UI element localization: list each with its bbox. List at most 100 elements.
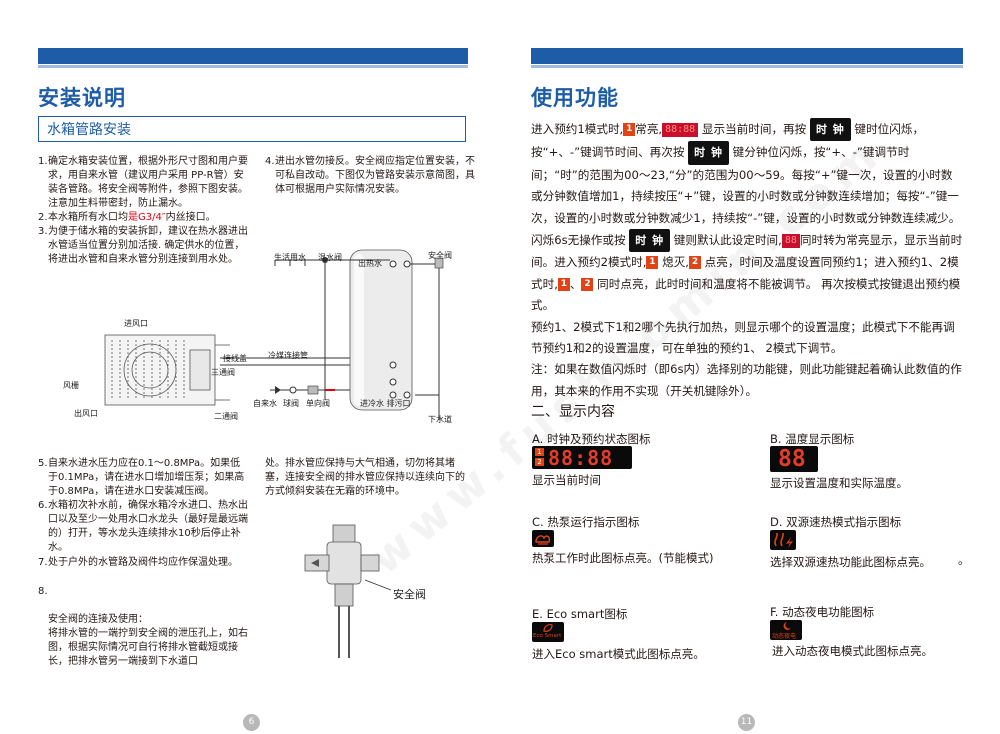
reservation-1-icon: 1	[623, 123, 636, 137]
text-run: 进入预约1模式时,	[531, 122, 624, 137]
night-power-icon: 动态夜电	[770, 620, 802, 640]
item-number: 8.	[38, 586, 48, 597]
text-run: 键时位闪烁，按“+、-”键调节时间、再次按	[531, 122, 925, 160]
left-page-title: 安装说明	[38, 86, 126, 110]
item-text: 安全阀的连接及使用： 将排水管的一端拧到安全阀的泄压孔上，如右图，根据实际情况可…	[48, 614, 248, 667]
installation-diagram	[104, 249, 444, 420]
label-sewer: 下水道	[428, 415, 452, 424]
install-item-8: 8. 安全阀的连接及使用： 将排水管的一端拧到安全阀的泄压孔上，如右图，根据实际…	[38, 585, 250, 683]
heat-pump-icon	[532, 530, 554, 547]
label-check-valve: 单向阀	[306, 399, 330, 408]
label-domestic-water: 生活用水	[274, 253, 306, 262]
left-page-number: 6	[243, 714, 260, 731]
item-text: 水箱初次补水前，确保水箱冷水进口、热水出口以及至少一处用水口水龙头（最好是最远端…	[48, 500, 248, 553]
label-refrigerant-pipe: 冷媒连接管	[268, 351, 308, 360]
install-item-8-continued: 处。排水管应保持与大气相通，切勿将其堵塞，连接安全阀的排水管应保持以连续向下的方…	[265, 457, 470, 499]
label-ball-valve: 球阀	[283, 399, 299, 408]
usage-note: 注：如果在数值闪烁时（即6s内）选择别的功能键，则此功能键起着确认此数值的作用，…	[531, 362, 962, 398]
display-a-desc: 显示当前时间	[532, 473, 601, 487]
display-f-desc: 进入动态夜电模式此图标点亮。	[772, 644, 933, 658]
item-number: 3.	[38, 226, 48, 237]
item-number: 1.	[38, 156, 48, 167]
label-mixing-valve: 混水阀	[318, 253, 342, 262]
label-cold-in-drain: 进冷水 排污口	[360, 399, 411, 408]
dual-source-fast-heat-icon	[770, 530, 796, 550]
label-hot-water-out: 出热水	[358, 259, 382, 268]
install-item-7: 7. 处于户外的水管路及阀件均应作保温处理。	[38, 556, 250, 570]
item-number: 4.	[265, 156, 275, 167]
display-c-desc: 热泵工作时此图标点亮。(节能模式)	[532, 551, 714, 565]
label-safety-valve-illustration: 安全阀	[393, 588, 426, 601]
item-number: 5.	[38, 458, 48, 469]
display-a-label: A. 时钟及预约状态图标	[532, 432, 651, 446]
label-junction-box: 接线盖	[223, 354, 247, 363]
right-header-bar	[531, 48, 963, 68]
display-d-label: D. 双源速热模式指示图标	[770, 515, 902, 529]
clock-button-icon: 时 钟	[629, 229, 671, 253]
install-item-3: 3. 为便于储水箱的安装拆卸，建议在热水器进出水管适当位置分别加活接. 确定供水…	[38, 225, 248, 267]
clock-digits-icon: 88:88	[662, 122, 699, 137]
install-item-1: 1. 确定水箱安装位置，根据外形尺寸图和用户要求，用自来水管（建议用户采用 PP…	[38, 155, 248, 211]
install-item-4: 4. 进出水管勿接反。安全阀应指定位置安装，不可私自改动。下图仅为管路安装示意简…	[265, 155, 475, 197]
label-three-way-valve: 三通阀	[211, 368, 235, 377]
item-number: 7.	[38, 557, 48, 568]
text-run: 、	[569, 276, 582, 291]
safety-valve-illustration	[304, 524, 392, 658]
digits-icon: 88	[781, 233, 800, 248]
text-run: 键分钟位闪烁，按“+、-”键调节时间；“时”的范围为00～23,“分”的范围为0…	[531, 145, 961, 248]
item-text-highlight: 是G3/4″	[128, 212, 166, 223]
text-run: 点亮，时间及温度设置同预约1；进入预约1、2模式时,	[531, 255, 959, 291]
display-e-desc: 进入Eco smart模式此图标点亮。	[532, 647, 705, 661]
label-outlet: 出风口	[74, 409, 98, 418]
item-text: 为便于储水箱的安装拆卸，建议在热水器进出水管适当位置分别加活接. 确定供水的位置…	[48, 226, 248, 265]
section-title-box: 水箱管路安装	[38, 116, 466, 142]
usage-paragraph-2: 预约1、2模式下1和2哪个先执行加热，则显示哪个的设置温度；此模式下不能再调节预…	[531, 319, 955, 356]
display-d-desc: 选择双源速热功能此图标点亮。	[770, 555, 931, 569]
text-run: 常亮,	[635, 122, 663, 137]
install-item-2: 2. 本水箱所有水口均是G3/4″内丝接口。	[38, 211, 258, 225]
item-text-tail: 内丝接口。	[165, 212, 216, 223]
text-run: 同时转为常亮显示，显示当前时间。进入预约2模式时,	[531, 233, 963, 270]
install-item-6: 6. 水箱初次补水前，确保水箱冷水进口、热水出口以及至少一处用水口水龙头（最好是…	[38, 499, 250, 555]
trailing-mark: 。	[958, 553, 970, 567]
install-item-5: 5. 自来水进水压力应在0.1～0.8MPa。如果低于0.1MPa，请在进水口增…	[38, 457, 250, 499]
temperature-lcd-icon: 88	[770, 446, 818, 472]
right-page-title: 使用功能	[531, 86, 619, 110]
eco-smart-text: Eco Smart	[533, 633, 562, 639]
clock-button-icon: 时 钟	[688, 141, 729, 165]
water-tank	[349, 249, 413, 411]
lcd-digits: 88	[778, 446, 806, 472]
item-text: 处于户外的水管路及阀件均应作保温处理。	[48, 557, 238, 568]
display-f-label: F. 动态夜电功能图标	[770, 605, 875, 619]
item-text: 本水箱所有水口均	[48, 212, 128, 223]
clock-button-icon: 时 钟	[809, 118, 851, 142]
item-text: 确定水箱安装位置，根据外形尺寸图和用户要求，用自来水管（建议用户采用 PP-R管…	[48, 156, 248, 209]
display-e-label: E. Eco smart图标	[532, 607, 628, 621]
item-text: 进出水管勿接反。安全阀应指定位置安装，不可私自改动。下图仅为管路安装示意简图，具…	[275, 156, 475, 195]
section-title: 水箱管路安装	[47, 122, 131, 138]
lcd-digits: 88:88	[548, 446, 614, 470]
label-inlet: 进风口	[124, 319, 148, 328]
reservation-2-icon: 2	[581, 277, 594, 291]
clock-lcd-icon: 1 2 88:88	[532, 446, 632, 470]
display-section-title: 二、显示内容	[531, 404, 615, 420]
label-tap-water: 自来水	[253, 399, 277, 408]
left-header-bar	[38, 48, 468, 68]
text-run: 熄灭,	[662, 255, 689, 270]
right-page-number: 11	[738, 714, 755, 731]
item-text: 处。排水管应保持与大气相通，切勿将其堵塞，连接安全阀的排水管应保持以连续向下的方…	[265, 458, 465, 497]
item-number: 2.	[38, 212, 48, 223]
display-b-label: B. 温度显示图标	[770, 432, 855, 446]
eco-smart-icon: Eco Smart	[532, 622, 564, 642]
reservation-1-icon: 1	[557, 277, 570, 291]
item-number: 6.	[38, 500, 48, 511]
label-fan-grille: 风栅	[63, 381, 79, 390]
outdoor-unit	[104, 334, 230, 406]
item-text: 自来水进水压力应在0.1～0.8MPa。如果低于0.1MPa，请在进水口增加增压…	[48, 458, 245, 497]
text-run: 同时点亮，此时时间和温度将不能被调节。 再次按模式按键退出预约模式。	[531, 276, 961, 313]
display-b-desc: 显示设置温度和实际温度。	[770, 476, 908, 490]
reservation-2-icon: 2	[688, 256, 701, 270]
label-two-way-valve: 二通阀	[214, 412, 238, 421]
